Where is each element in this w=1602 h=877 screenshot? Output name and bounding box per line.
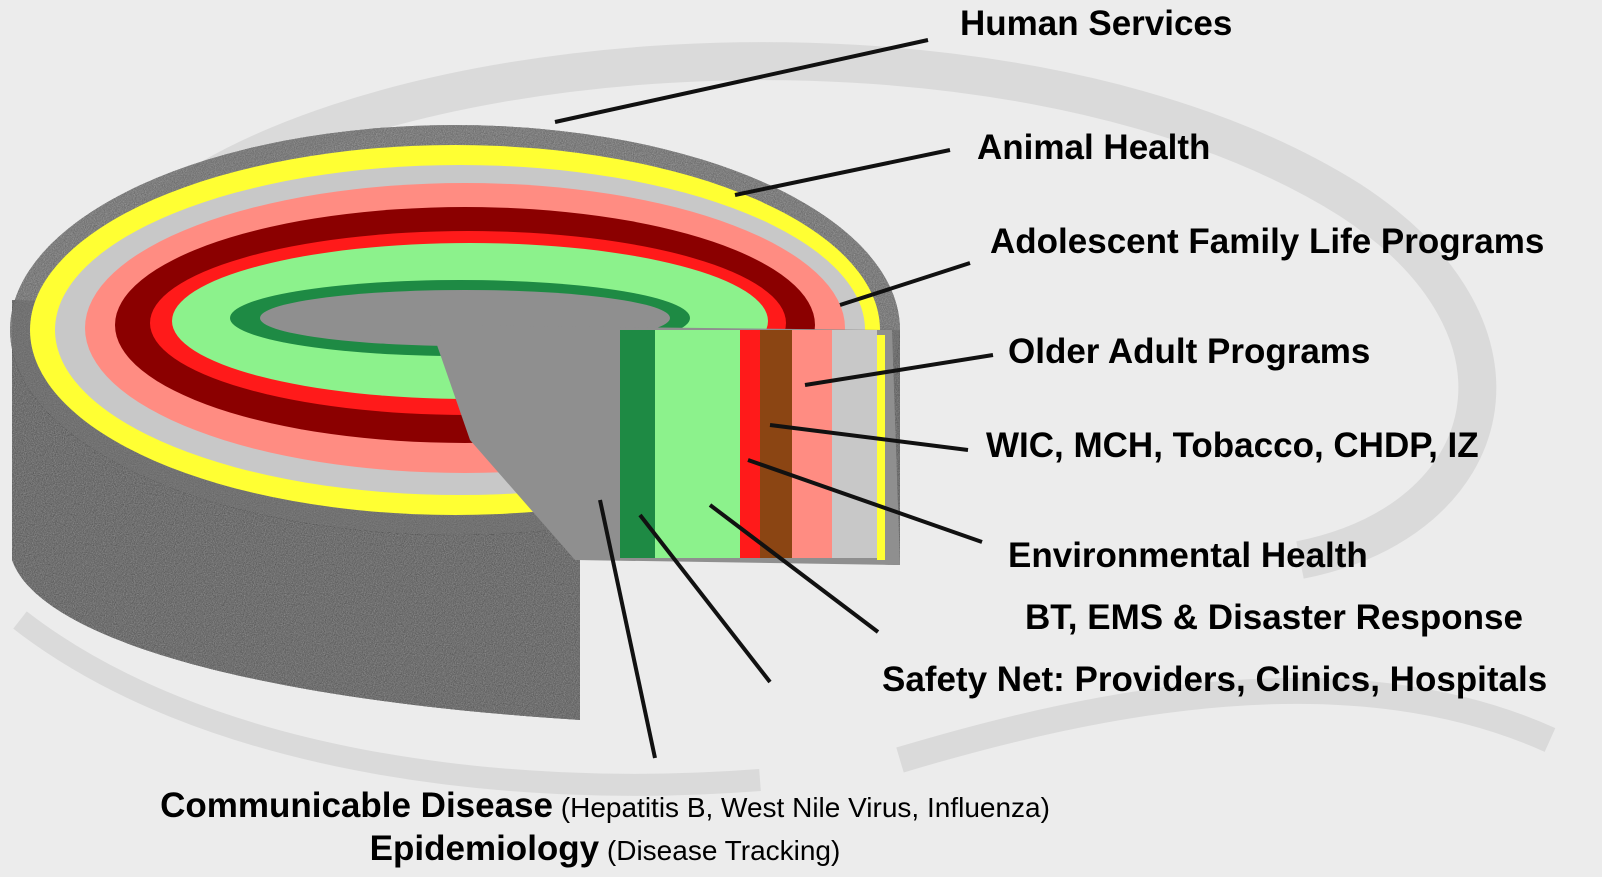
label-communicable-disease: Communicable Disease (Hepatitis B, West … (0, 785, 1210, 834)
label-safety-net: Safety Net: Providers, Clinics, Hospital… (882, 660, 1547, 700)
label-epidemiology: Epidemiology (Disease Tracking) (0, 828, 1210, 877)
communicable-disease-examples: (Hepatitis B, West Nile Virus, Influenza… (553, 792, 1050, 823)
label-bt-ems: BT, EMS & Disaster Response (1025, 598, 1523, 638)
label-animal-health: Animal Health (977, 128, 1210, 168)
communicable-disease-title: Communicable Disease (160, 786, 553, 825)
label-older-adult: Older Adult Programs (1008, 332, 1370, 372)
label-environmental-health: Environmental Health (1008, 536, 1368, 576)
label-human-services: Human Services (960, 4, 1232, 44)
epidemiology-title: Epidemiology (370, 829, 599, 868)
label-adolescent-family-life: Adolescent Family Life Programs (990, 222, 1544, 262)
label-wic-mch: WIC, MCH, Tobacco, CHDP, IZ (986, 426, 1479, 466)
epidemiology-examples: (Disease Tracking) (599, 835, 840, 866)
